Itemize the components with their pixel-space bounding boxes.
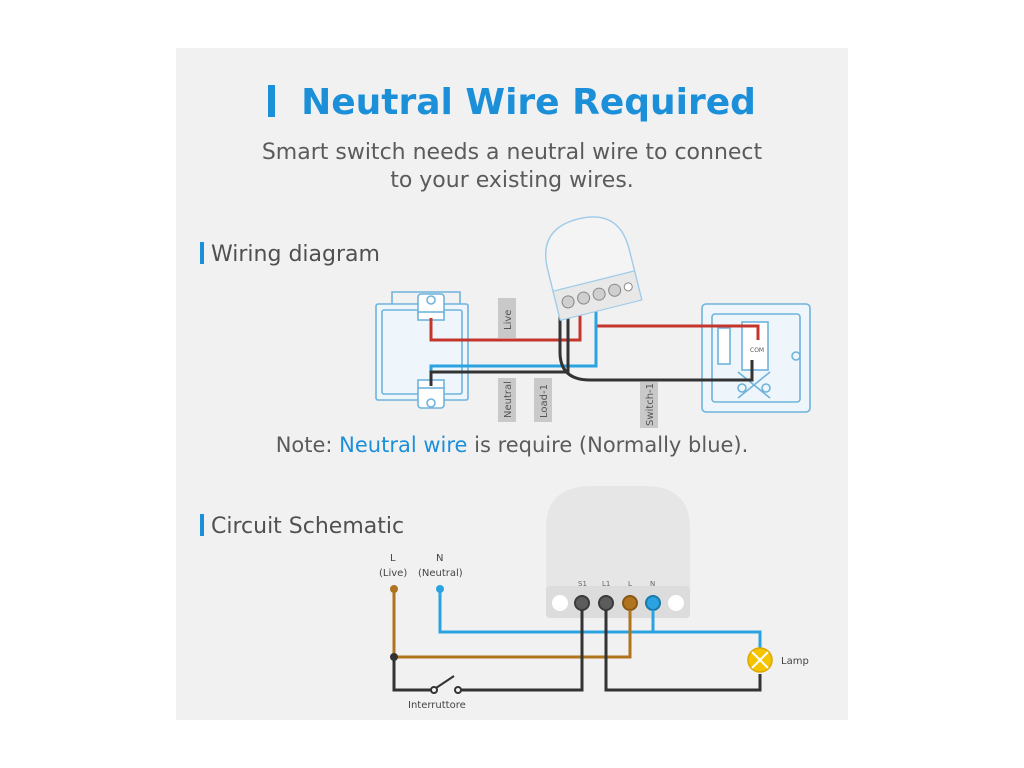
switch-label: Interruttore (408, 700, 466, 711)
n-desc-label: (Neutral) (418, 568, 463, 579)
schematic-wires (392, 589, 762, 692)
page-title: Neutral Wire Required (0, 82, 1024, 123)
live-tag: Live (503, 310, 514, 330)
subtitle-line-1: Smart switch needs a neutral wire to con… (261, 140, 763, 165)
load-wire (429, 296, 570, 386)
svg-text:S1: S1 (578, 580, 587, 588)
subtitle-line-2: to your existing wires. (390, 168, 634, 193)
section-accent-bar (200, 514, 204, 536)
schematic-switch-in (392, 657, 432, 692)
live-wire (429, 296, 582, 342)
schematic-switch-icon (430, 675, 462, 694)
switch-wire (558, 296, 754, 382)
l-label: L (390, 553, 396, 564)
n-label: N (436, 553, 443, 564)
wire-tags (498, 298, 658, 428)
switch-tag: Switch-1 (645, 383, 656, 426)
neutral-note: Note: Neutral wire is require (Normally … (275, 433, 749, 457)
wiring-diagram-heading: Wiring diagram (200, 242, 380, 267)
neutral-wire-highlight: Neutral wire (339, 433, 468, 457)
module-terminal-labels: S1 L1 L N (578, 580, 655, 588)
neutral-tag: Neutral (503, 381, 514, 418)
schematic-neutral-wire (438, 589, 762, 660)
svg-text:L1: L1 (602, 580, 610, 588)
l-desc-label: (Live) (379, 568, 407, 579)
neutral-terminal-dot (436, 585, 444, 593)
wall-switch (701, 303, 811, 413)
title-accent-bar (268, 85, 276, 117)
smart-switch-module (545, 216, 643, 322)
schematic-live-wire (392, 589, 632, 659)
junction-box (375, 291, 469, 409)
schematic-lamp-return (604, 610, 762, 692)
svg-text:N: N (650, 580, 655, 588)
load-tag: Load-1 (539, 384, 550, 418)
circuit-schematic-heading: Circuit Schematic (200, 514, 404, 539)
live-terminal-dot (390, 585, 398, 593)
com-label: COM (750, 347, 764, 354)
schematic-switch-out (460, 610, 584, 692)
lamp-icon (747, 647, 773, 673)
section-accent-bar (200, 242, 204, 264)
svg-text:L: L (628, 580, 632, 588)
schematic-module (546, 486, 690, 618)
junction-dot (390, 653, 398, 661)
lamp-label: Lamp (781, 656, 809, 667)
